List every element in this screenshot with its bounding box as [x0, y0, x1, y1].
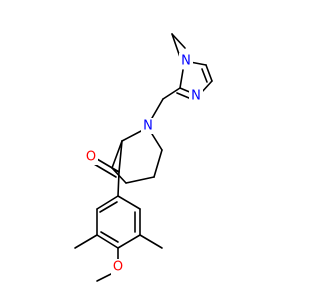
bond-group [74, 33, 213, 282]
bond-pip-c3-c4 [125, 176, 155, 184]
bond-ketone-c-pip [118, 140, 123, 173]
atom-n-imidazole-3: N [189, 88, 203, 104]
atom-label-n: N [181, 54, 191, 69]
bond-pip-n-c6 [121, 129, 144, 142]
bond-imid-n3-c2-double [176, 92, 190, 99]
bond-methyl-left [74, 234, 98, 249]
bond-pip-n-c2 [151, 133, 163, 151]
bond-imid-c5-c4 [205, 64, 213, 82]
bond-imid-c2-n1 [179, 69, 184, 89]
bond-imid-c5-c4-double [201, 68, 208, 83]
bond-pip-c5-c6 [111, 140, 123, 169]
atom-n-imidazole-1: N [179, 53, 193, 69]
bond-pip-c2-c3 [153, 149, 163, 178]
bond-ethyl-ch3-ch2 [171, 33, 186, 49]
atom-label-o: O [113, 260, 123, 275]
bond-benz-c4-c5 [117, 234, 141, 249]
atom-n-piperidine: N [141, 118, 155, 134]
bond-benz-c3-c4 [96, 234, 119, 249]
atom-label-n: N [191, 89, 201, 104]
atom-label-o: O [86, 150, 96, 165]
atom-label-group: N N N O O [84, 53, 203, 275]
atom-label-n: N [143, 119, 153, 134]
bond-ketone-c-aryl [117, 171, 120, 197]
bond-ketone-c-o-double [93, 163, 117, 178]
atom-o-methoxy: O [111, 259, 125, 275]
atom-o-carbonyl: O [84, 149, 98, 165]
bond-benz-c1-c2 [96, 195, 119, 210]
bond-methoxy-o-ch3 [96, 273, 112, 282]
molecule-diagram: N N N O O [74, 33, 213, 282]
bond-ketone-c-o [96, 158, 120, 173]
bond-benz-c3-c4-double [100, 231, 119, 243]
bond-benz-c1-c2-double [99, 201, 118, 213]
bond-linker-ch2-n [151, 98, 164, 119]
bond-linker-c2-ch2 [162, 87, 181, 100]
bond-methyl-right [139, 234, 163, 249]
bond-benz-c6-c1 [117, 195, 141, 210]
